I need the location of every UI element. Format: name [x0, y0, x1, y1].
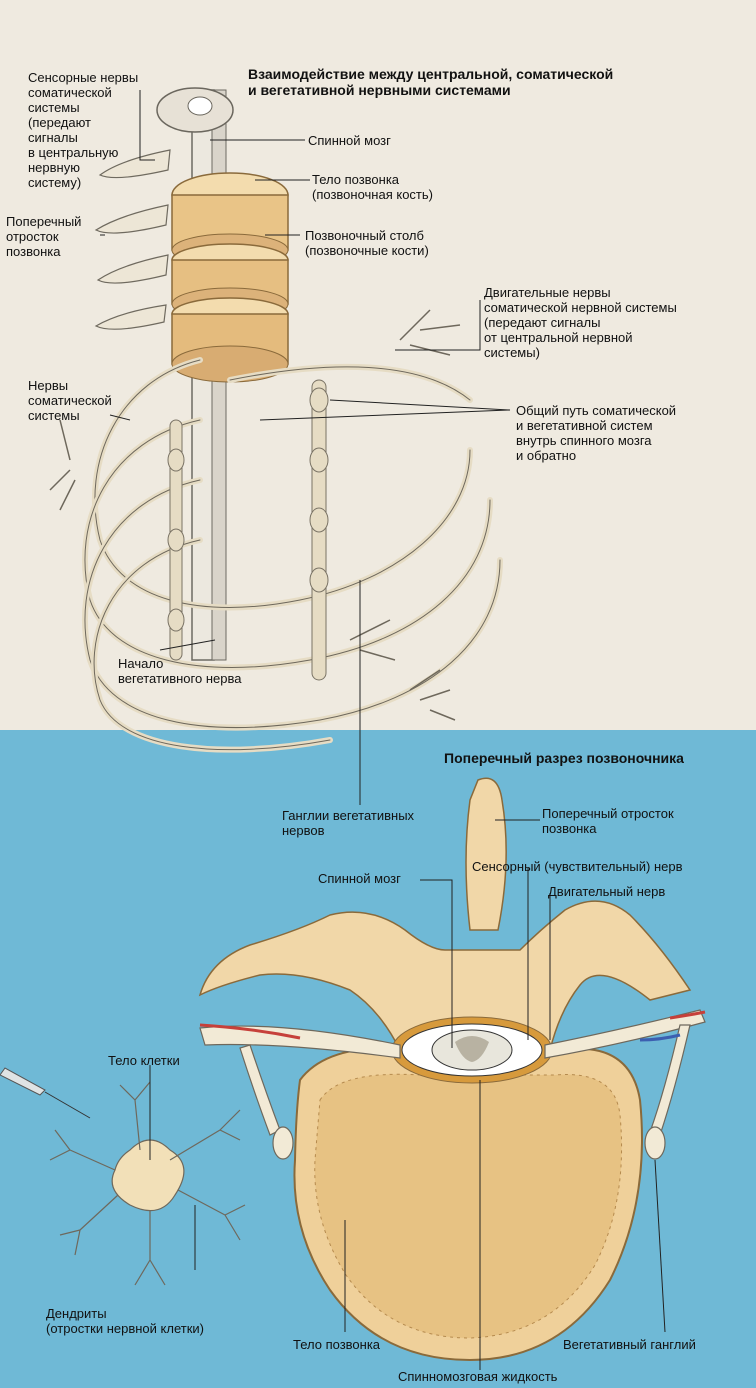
vertebral-body-bottom [293, 1047, 643, 1362]
ribs-and-nerves [81, 357, 503, 753]
label-cs-spinal-cord: Спинной мозг [318, 871, 401, 886]
label-transverse-process: Поперечный отросток позвонка [6, 214, 82, 259]
top-title: Взаимодействие между центральной, сомати… [248, 66, 614, 98]
label-sensory-nerves: Сенсорные нервы соматической системы (пе… [28, 70, 139, 190]
spinous-process [465, 777, 507, 931]
microelectrode [0, 1067, 91, 1119]
blood-vessels [199, 1010, 706, 1042]
neuron [49, 1081, 246, 1286]
transverse-processes [94, 149, 171, 330]
label-common-path: Общий путь соматической и вегетативной с… [516, 403, 677, 463]
spinal-nerves [199, 1009, 706, 1160]
label-somatic-nerves: Нервы соматической системы [28, 378, 112, 423]
label-spinal-cord: Спинной мозг [308, 133, 391, 148]
vertebral-arch [198, 900, 692, 1051]
label-motor-nerves: Двигательные нервы соматической нервной … [484, 285, 677, 360]
label-vertebra-body: Тело позвонка (позвоночная кость) [312, 172, 433, 202]
label-dendrites: Дендриты (отростки нервной клетки) [46, 1306, 204, 1336]
upper-vertebra [156, 87, 234, 133]
sympathetic-chains [167, 379, 329, 681]
label-autonomic-ganglion: Вегетативный ганглий [563, 1337, 696, 1352]
vertebra-bodies [171, 172, 289, 383]
label-spinal-column: Позвоночный столб (позвоночные кости) [305, 228, 429, 258]
label-cs-vertebra-body: Тело позвонка [293, 1337, 381, 1352]
leader-lines-top [100, 90, 511, 805]
cross-section-title: Поперечный разрез позвоночника [444, 750, 684, 766]
label-cs-transverse: Поперечный отросток позвонка [542, 806, 674, 836]
label-cell-body: Тело клетки [108, 1053, 180, 1068]
label-ganglia: Ганглии вегетативных нервов [282, 808, 415, 838]
leader-lines-bottom [149, 819, 666, 1370]
label-cs-motor: Двигательный нерв [548, 884, 666, 899]
label-autonomic-start: Начало вегетативного нерва [118, 656, 242, 686]
label-csf: Спинномозговая жидкость [398, 1369, 558, 1384]
label-cs-sensory: Сенсорный (чувствительный) нерв [472, 859, 683, 874]
